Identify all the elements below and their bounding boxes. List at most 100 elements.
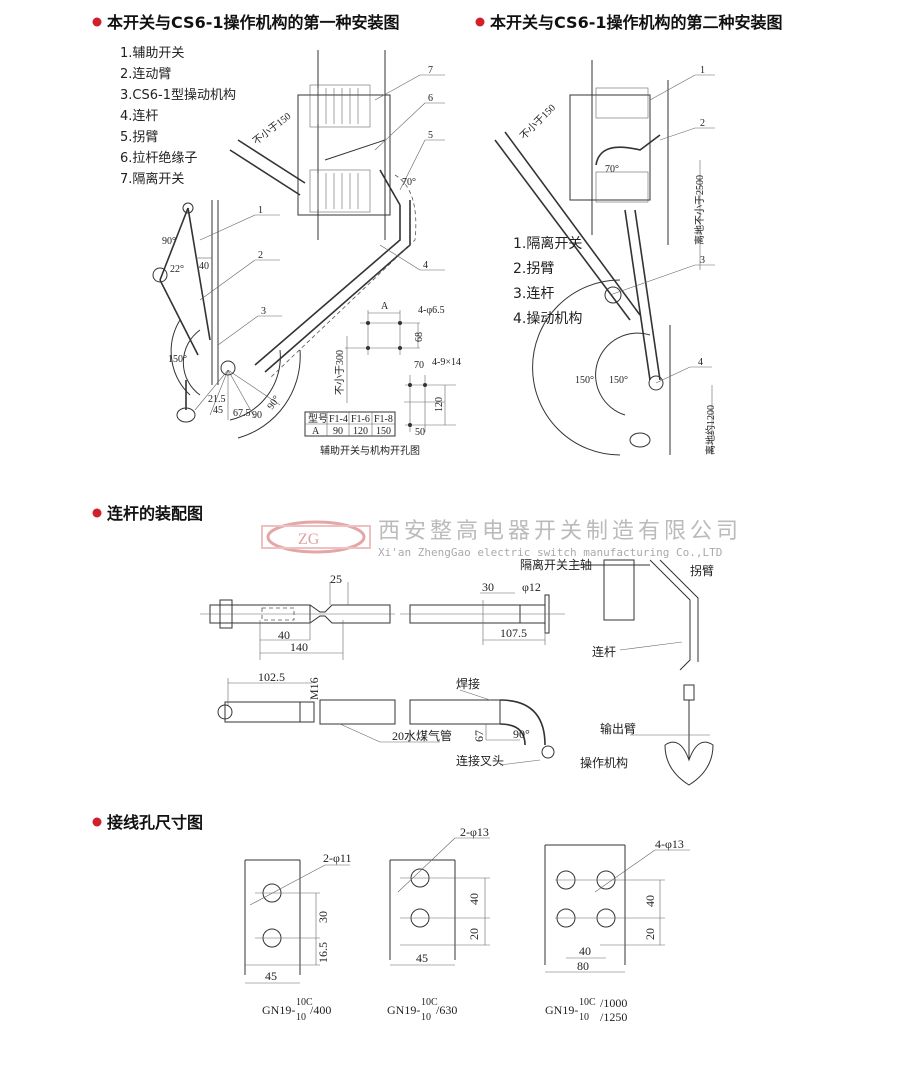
- dim-min300: 不小于300: [334, 350, 346, 395]
- model-num: 10C: [296, 997, 313, 1008]
- legend-item: 1.辅助开关: [120, 46, 184, 61]
- dim-22deg: 22°: [170, 264, 184, 275]
- dim-90deg: 90°: [162, 236, 176, 247]
- dim-ground-1200: 离地约1200: [704, 405, 717, 455]
- table-header: F1-4: [329, 414, 348, 425]
- table-header: F1-6: [351, 414, 370, 425]
- bullet-icon: [92, 817, 102, 827]
- angle-90: 90°: [513, 727, 530, 741]
- table-cell: 120: [353, 426, 368, 437]
- rod-label: 连杆: [592, 644, 616, 659]
- hole-plan-caption: 辅助开关与机构开孔图: [320, 444, 420, 457]
- dim-40: 40: [278, 628, 290, 642]
- install-1-drawing: 1 2 3 4 5 6 7 不小于150 90° 22° 40 150° 21.…: [152, 50, 445, 439]
- legend-item: 7.隔离开关: [120, 171, 184, 187]
- dim-70deg: 70°: [605, 164, 619, 175]
- dim-45: 45: [416, 951, 428, 965]
- dim-90: 90: [252, 410, 262, 421]
- mechanism-label: 操作机构: [580, 755, 628, 770]
- callout-1: 1: [700, 65, 705, 76]
- aux-switch-hole-plan: A 4-φ6.5 68 不小于300 70 4-9×14 120 50 型号 F…: [304, 301, 461, 457]
- dim-m16: M16: [307, 677, 321, 700]
- callout-4: 4: [423, 260, 428, 271]
- model-prefix: GN19-: [262, 1003, 295, 1017]
- dim-16-5: 16.5: [316, 942, 330, 963]
- install-2-drawing: 1 2 3 4 不小于150 70° 离地不小于2500 150° 150° 离…: [494, 60, 717, 456]
- table-cell: A: [312, 426, 320, 437]
- model-table: 型号 F1-4 F1-6 F1-8 A 90 120 150: [304, 411, 396, 437]
- bullet-icon: [475, 17, 485, 27]
- rating: /400: [310, 1003, 331, 1017]
- model-num: 10C: [579, 997, 596, 1008]
- dim-102-5: 102.5: [258, 670, 285, 684]
- table-header: 型号: [308, 412, 328, 425]
- linkage-install-sketch: 隔离开关主轴 拐臂 连杆 输出臂 操作机构: [520, 557, 714, 786]
- dim-80: 80: [577, 959, 589, 973]
- hole-callout: 4-φ13: [655, 837, 684, 851]
- dim-150deg: 150°: [168, 354, 187, 365]
- callout-3: 3: [261, 306, 266, 317]
- bullet-icon: [92, 508, 102, 518]
- model-prefix: GN19-: [387, 1003, 420, 1017]
- rating-2: /1250: [600, 1010, 627, 1024]
- dim-30: 30: [316, 911, 330, 923]
- dim-67: 67: [472, 730, 486, 742]
- dim-min150: 不小于150: [250, 110, 293, 147]
- dim-40: 40: [467, 893, 481, 905]
- hole-drawing-630: 2-φ13 40 20 45 GN19- 10C 10 /630: [387, 825, 490, 1023]
- table-cell: 90: [333, 426, 343, 437]
- legend-item: 3.CS6-1型操动机构: [120, 87, 236, 103]
- legend-item: 4.连杆: [120, 108, 158, 124]
- dim-40-vertical: 40: [643, 895, 657, 907]
- crank-label: 拐臂: [690, 563, 714, 578]
- hole-drawing-400: 2-φ11 30 16.5 45 GN19- 10C 10 /400: [244, 851, 351, 1023]
- callout-5: 5: [428, 130, 433, 141]
- legend-item: 3.连杆: [513, 286, 554, 302]
- callout-3: 3: [700, 255, 705, 266]
- main-shaft-label: 隔离开关主轴: [520, 557, 592, 572]
- holes-top-label: 4-φ6.5: [418, 305, 445, 316]
- dim-40: 40: [199, 261, 209, 272]
- hole-drawing-1000-1250: 4-φ13 40 20 40 80 GN19- 10C 10 /1000 /12…: [544, 837, 690, 1024]
- table-header: F1-8: [374, 414, 393, 425]
- dim-67-5: 67.5: [233, 408, 251, 419]
- install-1-legend: 1.辅助开关 2.连动臂 3.CS6-1型操动机构 4.连杆 5.拐臂 6.拉杆…: [120, 46, 236, 187]
- holes-bottom-label: 4-9×14: [432, 357, 461, 368]
- dim-70deg: 70°: [402, 177, 416, 188]
- model-num: 10C: [421, 997, 438, 1008]
- company-name-cn: 西安整高电器开关制造有限公司: [378, 519, 742, 544]
- dim-A: A: [381, 301, 389, 312]
- company-logo-watermark: ZG 西安整高电器开关制造有限公司 Xi'an ZhengGao electri…: [261, 519, 742, 559]
- output-arm-label: 输出臂: [600, 721, 636, 736]
- hole-callout: 2-φ13: [460, 825, 489, 839]
- holes-title: 接线孔尺寸图: [107, 813, 203, 832]
- legend-item: 5.拐臂: [120, 130, 158, 145]
- callout-7: 7: [428, 65, 433, 76]
- dim-45: 45: [265, 969, 277, 983]
- legend-item: 2.拐臂: [513, 261, 554, 277]
- dim-140: 140: [290, 640, 308, 654]
- dim-107-5: 107.5: [500, 626, 527, 640]
- model-prefix: GN19-: [545, 1003, 578, 1017]
- model-den: 10: [421, 1012, 431, 1023]
- dim-30: 30: [482, 580, 494, 594]
- dim-45: 45: [213, 405, 223, 416]
- bullet-icon: [92, 17, 102, 27]
- clevis-label: 连接叉头: [456, 753, 504, 768]
- callout-2: 2: [700, 118, 705, 129]
- install-1-title: 本开关与CS6-1操作机构的第一种安装图: [107, 13, 399, 32]
- dim-min150: 不小于150: [518, 102, 558, 142]
- linkage-title: 连杆的装配图: [107, 504, 203, 523]
- callout-2: 2: [258, 250, 263, 261]
- legend-item: 4.操动机构: [513, 311, 582, 327]
- linkage-drawing: 25 40 140 30 φ12 107.5 102.5 M16 焊接 20水煤…: [200, 572, 565, 768]
- dim-50: 50: [415, 427, 425, 438]
- legend-item: 1.隔离开关: [513, 235, 582, 252]
- dim-phi12: φ12: [522, 580, 541, 594]
- company-name-en: Xi'an ZhengGao electric switch manufactu…: [378, 546, 722, 559]
- hole-callout: 2-φ11: [323, 851, 351, 865]
- rating: /630: [436, 1003, 457, 1017]
- legend-item: 2.连动臂: [120, 66, 171, 82]
- callout-4: 4: [698, 357, 703, 368]
